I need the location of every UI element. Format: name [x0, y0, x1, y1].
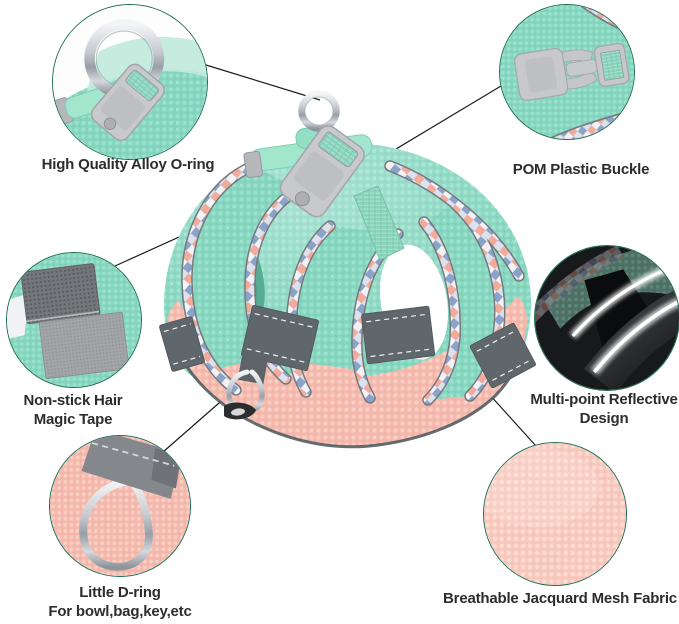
- dring-label: Little D-ring For bowl,bag,key,etc: [0, 583, 240, 621]
- dring-photo: [50, 436, 190, 576]
- oring-photo: [53, 5, 207, 159]
- mesh-fabric-label: Breathable Jacquard Mesh Fabric: [443, 590, 677, 607]
- buckle-label: POM Plastic Buckle: [512, 161, 650, 178]
- reflective-label-line1: Multi-point Reflective: [530, 391, 678, 408]
- dring-label-line1: Little D-ring: [79, 584, 161, 601]
- magic-tape-label-line2: Magic Tape: [33, 411, 113, 428]
- reflective-callout-circle: [534, 245, 679, 391]
- harness-top-assembly: [243, 90, 405, 261]
- oring-callout-circle: [52, 4, 208, 160]
- magic-tape-photo: [7, 253, 141, 387]
- reflective-label-line2: Design: [579, 410, 629, 427]
- reflective-label: Multi-point Reflective Design: [484, 390, 679, 428]
- mesh-fabric-callout-circle: [483, 442, 627, 586]
- harness-d-ring: [224, 350, 269, 420]
- reflective-strips: [159, 305, 536, 389]
- mesh-fabric-photo: [484, 443, 626, 585]
- oring-label: High Quality Alloy O-ring: [41, 156, 215, 173]
- magic-tape-callout-circle: [6, 252, 142, 388]
- dring-label-line2: For bowl,bag,key,etc: [48, 603, 192, 620]
- magic-tape-label-line1: Non-stick Hair: [23, 392, 123, 409]
- harness-body: [159, 90, 536, 449]
- buckle-photo: [500, 5, 634, 139]
- buckle-callout-circle: [499, 4, 635, 140]
- magic-tape-label: Non-stick Hair Magic Tape: [0, 391, 193, 429]
- reflective-photo: [535, 246, 679, 390]
- dring-callout-circle: [49, 435, 191, 577]
